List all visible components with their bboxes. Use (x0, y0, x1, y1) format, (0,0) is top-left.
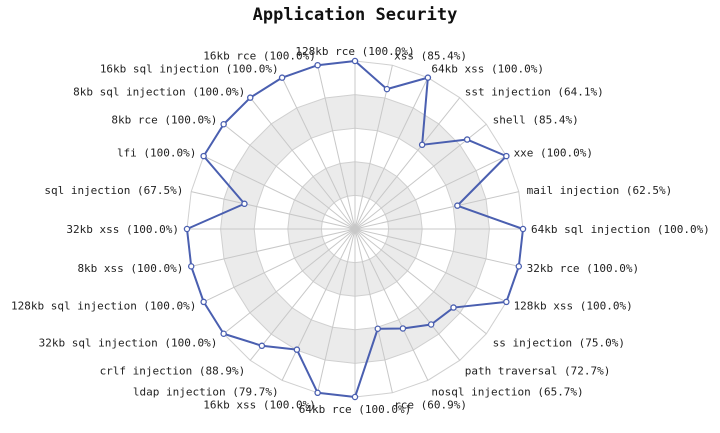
data-point (220, 121, 227, 128)
radar-spoke (354, 191, 519, 230)
data-point (258, 342, 266, 350)
axis-label: xss (85.4%) (394, 49, 467, 62)
data-point (383, 85, 391, 93)
axis-label: 64kb sql injection (100.0%) (531, 223, 710, 236)
data-point (351, 57, 359, 65)
data-point (427, 321, 435, 328)
data-point (450, 304, 457, 311)
axis-label: 64kb xss (100.0%) (431, 62, 544, 75)
axis-label: 8kb xss (100.0%) (77, 262, 183, 275)
axis-label: path traversal (72.7%) (465, 365, 611, 378)
radar-spoke (249, 97, 356, 230)
radar-spoke (223, 123, 356, 230)
axis-label: xxe (100.0%) (514, 147, 593, 160)
radar-spoke (354, 155, 507, 230)
axis-label: 8kb rce (100.0%) (111, 113, 217, 126)
axis-label: sst injection (64.1%) (465, 85, 604, 98)
axis-label: 16kb xss (100.0%) (203, 399, 316, 412)
radar-spoke (281, 228, 356, 381)
data-point (503, 298, 510, 306)
data-point (200, 298, 207, 306)
radar-spoke (354, 97, 461, 230)
data-point (200, 152, 207, 160)
radar-spoke (281, 77, 356, 230)
data-point (183, 225, 191, 233)
radar-spoke (354, 228, 487, 335)
data-point (399, 325, 407, 332)
axis-label: 8kb sql injection (100.0%) (73, 85, 245, 98)
data-point (246, 94, 254, 101)
data-point (314, 389, 321, 397)
chart-title: Application Security (253, 5, 458, 25)
axis-label: 32kb rce (100.0%) (527, 262, 640, 275)
data-point (515, 263, 523, 270)
data-point (351, 393, 359, 401)
axis-label: 128kb rce (100.0%) (295, 45, 414, 58)
radar-spoke (354, 228, 429, 381)
radar-spoke (354, 228, 519, 267)
axis-label: ss injection (75.0%) (493, 337, 625, 350)
axis-label: 32kb sql injection (100.0%) (39, 337, 218, 350)
axis-label: 128kb xss (100.0%) (514, 299, 633, 312)
axis-label: 16kb rce (100.0%) (203, 49, 316, 62)
axis-label: lfi (100.0%) (117, 147, 196, 160)
radar-spoke (317, 65, 356, 230)
axis-label: nosql injection (65.7%) (431, 386, 583, 399)
radar-spoke (249, 228, 356, 361)
data-point (220, 330, 227, 337)
data-point (293, 346, 301, 353)
radar-spoke (203, 228, 356, 303)
radar-spoke (354, 123, 487, 230)
data-point (418, 141, 426, 149)
radar-spoke (354, 228, 393, 393)
axis-label: shell (85.4%) (493, 113, 579, 126)
data-point (314, 61, 321, 69)
axis-label: 128kb sql injection (100.0%) (11, 299, 196, 312)
radar-spoke (223, 228, 356, 335)
data-point (454, 202, 461, 209)
radar-spoke (354, 77, 429, 230)
axis-label: ldap injection (79.7%) (133, 386, 279, 399)
axis-label: rce (60.9%) (394, 399, 467, 412)
radar-spoke (354, 228, 461, 361)
axis-label: 32kb xss (100.0%) (66, 223, 179, 236)
radar-spoke (354, 228, 507, 303)
radar-spoke (191, 228, 356, 267)
data-point (374, 325, 382, 332)
axis-label: 64kb rce (100.0%) (299, 403, 412, 416)
data-point (424, 74, 432, 81)
data-point (463, 136, 471, 143)
data-point (519, 225, 527, 233)
radar-spoke (354, 65, 393, 230)
data-point (241, 200, 248, 208)
axis-label: sql injection (67.5%) (44, 184, 183, 197)
radar-spoke (191, 191, 356, 230)
radar-spoke (317, 228, 356, 393)
axis-label: 16kb sql injection (100.0%) (100, 62, 279, 75)
axis-label: crlf injection (88.9%) (100, 365, 246, 378)
radar-spoke (203, 155, 356, 230)
data-point (278, 74, 286, 81)
axis-label: mail injection (62.5%) (527, 184, 673, 197)
data-point (503, 152, 510, 160)
data-point (187, 263, 195, 270)
